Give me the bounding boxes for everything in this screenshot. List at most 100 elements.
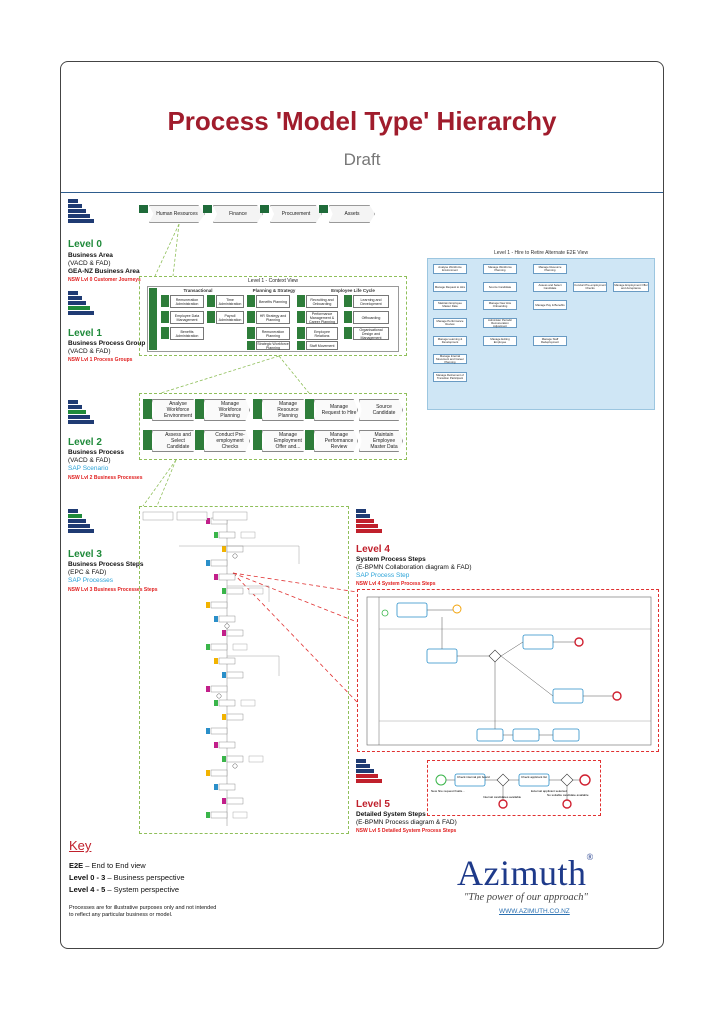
level-3-line: Business Process Steps (68, 561, 144, 568)
context-item: Staff Movement (306, 341, 338, 350)
level2-process: Manage Performance Review (314, 430, 358, 452)
level-2-stairs-icon (68, 400, 94, 425)
epc-connector (232, 763, 238, 769)
level5-label: New hire request finalis... (431, 789, 465, 793)
level-1-stairs-icon (68, 291, 94, 316)
key-line-term: Level 0 - 3 (69, 873, 106, 882)
epc-start (142, 511, 174, 521)
brand-url[interactable]: WWW.AZIMUTH.CO.NZ (499, 908, 570, 915)
hire-to-retire-panel: Level 1 - Hire to Retire Alternate E2E V… (427, 250, 655, 410)
epc-function (226, 713, 244, 721)
level-2-frame (139, 393, 407, 460)
epc-connector (224, 623, 230, 629)
epc-marker (206, 728, 210, 734)
epc-event (240, 699, 256, 707)
level-1-marker-icon (297, 327, 305, 339)
level-0-nsw: NSW Lvl 0 Customer Journeys (68, 277, 141, 283)
epc-function (226, 755, 244, 763)
level2-process: Assess and Select Candidate (152, 430, 198, 452)
epc-function (226, 629, 244, 637)
task (396, 602, 428, 618)
hr-item: Manage Employment Offer and Acceptance (613, 282, 649, 292)
hr-item: Manage Resource Planning (533, 264, 567, 274)
task (552, 728, 580, 742)
context-item: Benefits Administration (170, 327, 204, 340)
epc-branch (227, 655, 280, 676)
level-4-bpmn-diagram (366, 596, 652, 746)
epc-function (218, 699, 236, 707)
level-1-marker-icon (297, 341, 305, 350)
start-event (381, 609, 389, 617)
level-1-nsw: NSW Lvl 1 Process Groups (68, 357, 133, 363)
context-column: Transactional (183, 288, 213, 293)
task (522, 634, 554, 650)
level2-process: Manage Workforce Planning (204, 399, 250, 421)
hr-item: Manage Request to Hire (433, 282, 467, 292)
level2-process: Manage Resource Planning (262, 399, 308, 421)
page-subtitle: Draft (343, 150, 381, 169)
epc-function (210, 601, 228, 609)
level-2-marker-icon (253, 430, 262, 450)
epc-connector (232, 553, 238, 559)
hr-item: Maintain Employee Master Data (433, 300, 467, 310)
epc-function (218, 531, 236, 539)
level-3-stairs-icon (68, 509, 94, 534)
level-2-line: Business Process (68, 449, 125, 456)
level-2-marker-icon (143, 399, 152, 419)
task (476, 728, 504, 742)
hr-item: Source Candidate (483, 282, 517, 292)
level5-label: No suitable candidate available (547, 793, 589, 797)
level-3-sap: SAP Processes (68, 577, 114, 584)
epc-branch (227, 585, 270, 602)
epc-branch (179, 545, 300, 564)
task (426, 648, 458, 664)
context-column: Planning & Strategy (252, 288, 296, 293)
level-2-marker-icon (305, 399, 314, 419)
level0-chevron: Assets (329, 205, 375, 223)
level-2-sap: SAP Scenario (68, 465, 109, 472)
level-1-line: (VACD & FAD) (68, 348, 111, 355)
epc-marker (206, 560, 210, 566)
level-0-line: (VACD & FAD) (68, 260, 111, 267)
context-item: Remuneration Planning (256, 327, 290, 340)
hr-item: Administer Periodic Remuneration Adjustm… (483, 318, 517, 328)
level-3-epc-frame (139, 506, 349, 834)
hr-item: Manage Performance Review (433, 318, 467, 328)
epc-marker (214, 700, 218, 706)
level-1-title: Level 1 - Context View (248, 278, 298, 284)
epc-function (226, 545, 244, 553)
hr-item: Manage New Hire Onboarding (483, 300, 517, 310)
level-1-frame (139, 276, 407, 356)
level2-process: Maintain Employee Master Data (359, 430, 403, 452)
level-1-marker-icon (344, 295, 352, 307)
context-item: Learning and Development (353, 295, 389, 308)
level-2-marker-icon (195, 399, 204, 419)
context-column: Employee Life Cycle (331, 288, 375, 293)
level-3-epc-diagram (142, 511, 300, 826)
epc-function (218, 573, 236, 581)
level-1-line: Business Process Group (68, 340, 146, 347)
level5-label: Internal candidates available (483, 795, 521, 799)
epc-event (248, 587, 264, 595)
level-1-marker-icon (247, 327, 255, 339)
registered-mark: ® (586, 852, 594, 862)
level-1-marker-icon (207, 295, 215, 307)
epc-marker (222, 630, 226, 636)
level0-chevron: Procurement (270, 205, 322, 223)
context-item: Employee Data Management (170, 311, 204, 324)
key-line-desc: – End to End view (83, 861, 146, 870)
level-3-line: (EPC & FAD) (68, 569, 107, 576)
context-item: HR Strategy and Planning (256, 311, 290, 324)
epc-marker (222, 756, 226, 762)
epc-marker (206, 518, 210, 524)
poster-frame: Process 'Model Type' Hierarchy Draft Lev… (60, 61, 664, 949)
epc-marker (222, 714, 226, 720)
level2-process: Manage Employment Offer and... (262, 430, 308, 452)
epc-start (176, 511, 208, 521)
level-0-marker-icon (203, 205, 212, 213)
level-5-line: (E-BPMN Process diagram & FAD) (356, 819, 457, 826)
level2-process: Manage Request to Hire (314, 399, 358, 421)
level-0-line: GEA-NZ Business Area (68, 268, 140, 275)
level-5-bpmn-diagram: Check internal job board Check applicant… (431, 773, 591, 809)
epc-connector (216, 693, 222, 699)
